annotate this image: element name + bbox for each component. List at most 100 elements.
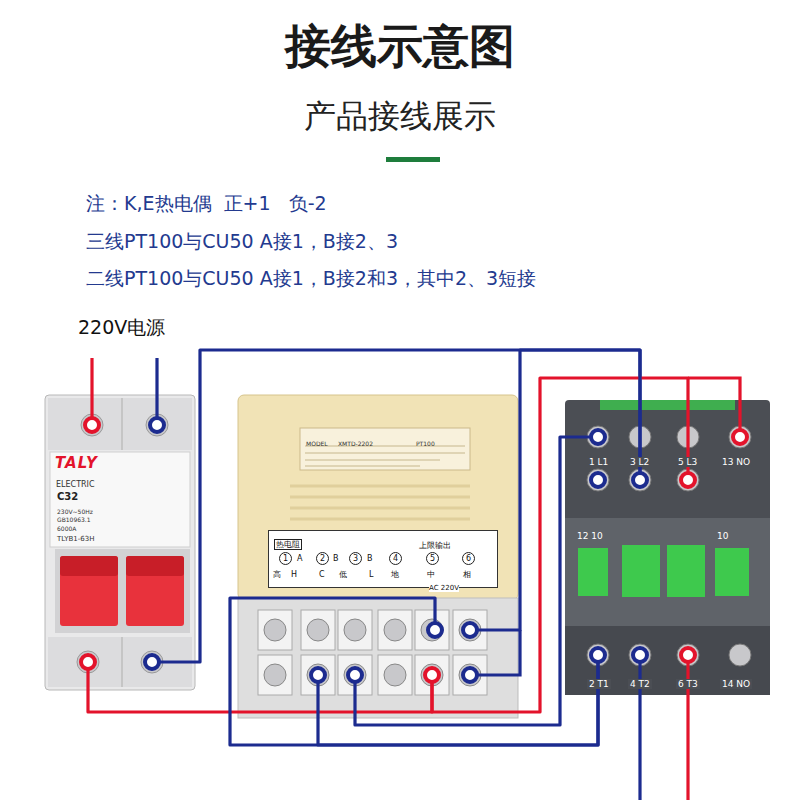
contact-label: 12 10	[575, 531, 605, 541]
text-holder: 12 10	[575, 524, 605, 543]
wire-terminal	[425, 668, 439, 682]
screw	[629, 469, 651, 491]
terminal-cell	[415, 610, 449, 650]
contactor-button	[715, 548, 749, 596]
pin-name: 低	[339, 570, 347, 579]
terminal-number: 4	[389, 552, 402, 565]
terminal-label: 13 NO	[720, 457, 752, 467]
sticker-line	[305, 460, 440, 461]
sticker-line	[305, 453, 465, 454]
terminal-label: 2 T1	[587, 679, 611, 689]
text-holder: 1 L1	[587, 450, 610, 469]
screw	[77, 651, 99, 673]
wire-terminal	[633, 648, 647, 662]
screw	[81, 414, 103, 436]
text-holder: 高	[273, 562, 281, 581]
screw	[141, 651, 163, 673]
vent-slot	[290, 507, 470, 510]
text-holder: 14 NO	[720, 672, 752, 691]
text-holder: PT100	[416, 431, 435, 450]
pin-name: H	[291, 570, 297, 579]
text-holder: 4	[389, 546, 402, 565]
breaker-handle-base	[55, 549, 190, 633]
bridge-wire	[688, 378, 740, 437]
wire-terminal	[591, 473, 605, 487]
screw	[629, 644, 651, 666]
terminal-label: 6 T3	[676, 679, 700, 689]
sticker-line	[305, 466, 420, 467]
text-holder: 3	[349, 546, 362, 565]
text-holder: 6	[462, 546, 475, 565]
rating-text: C32	[57, 491, 78, 503]
screw	[264, 619, 286, 641]
wiring-plate: 热电阻上限输出123456ABB高HC低L地中相AC 220V	[268, 530, 498, 588]
pin-name: L	[369, 570, 373, 579]
breaker-top	[48, 398, 192, 450]
pin-name: 高	[273, 570, 281, 579]
text-holder: 接线示意图	[0, 20, 800, 73]
wire-terminal	[463, 668, 477, 682]
text-holder: L	[369, 562, 373, 581]
terminal-label: 5 L3	[676, 457, 699, 467]
wire-terminal	[733, 430, 747, 444]
text-holder: TALY	[55, 453, 98, 472]
plate-heading: 上限输出	[419, 541, 451, 550]
wire-terminal	[150, 418, 164, 432]
text-holder: 热电阻	[274, 532, 302, 551]
wire-terminal	[348, 668, 362, 682]
wire	[470, 350, 640, 630]
terminal-cell	[378, 655, 412, 695]
spec-text: 6000A	[57, 526, 76, 533]
wire-terminal	[633, 473, 647, 487]
subtitle: 产品接线展示	[304, 98, 496, 135]
pin-name: 地	[391, 570, 399, 579]
plate-heading: 热电阻	[274, 539, 302, 550]
wire-terminal	[81, 655, 95, 669]
contactor-strip	[600, 400, 735, 410]
title-underline	[386, 157, 440, 162]
screw	[146, 414, 168, 436]
text-holder: 二线PT100与CU50 A接1，B接2和3，其中2、3短接	[86, 268, 536, 290]
spec-text: 230V~50Hz	[57, 509, 93, 516]
screw	[421, 619, 443, 641]
terminal-block	[238, 598, 518, 718]
breaker-divider	[121, 398, 123, 450]
terminal-number: 6	[462, 552, 475, 565]
text-holder: 三线PT100与CU50 A接1，B接2、3	[86, 231, 398, 253]
text-holder: 220V电源	[78, 317, 165, 339]
temperature-controller: MODELXMTD-2202PT100热电阻上限输出123456ABB高HC低L…	[238, 395, 518, 718]
sticker-text: PT100	[416, 441, 435, 448]
controller-housing	[238, 395, 518, 600]
terminal-label: 3 L2	[628, 457, 651, 467]
text-holder: ELECTRIC	[56, 472, 95, 491]
screw	[587, 644, 609, 666]
screw	[307, 619, 329, 641]
terminal-cell	[258, 655, 292, 695]
contactor: 1 L13 L25 L313 NO12 10102 T14 T26 T314 N…	[565, 400, 770, 695]
sensor-pin: B	[333, 554, 339, 563]
vent-slot	[290, 485, 470, 488]
wire	[318, 655, 598, 745]
jumper-wire	[470, 630, 520, 675]
wire-terminal	[681, 648, 695, 662]
breaker-handle-top	[126, 556, 184, 576]
wire-terminal	[85, 418, 99, 432]
wire-terminal	[428, 623, 442, 637]
screw	[344, 664, 366, 686]
wire-terminal	[591, 430, 605, 444]
wire-terminal	[311, 668, 325, 682]
breaker-handle	[126, 556, 184, 626]
wire	[230, 598, 598, 745]
screw	[677, 469, 699, 491]
load-wire	[686, 655, 689, 800]
text-holder: 2 T1	[587, 672, 611, 691]
terminal-cell	[258, 610, 292, 650]
brand-subtitle: ELECTRIC	[56, 480, 95, 489]
wire-terminal	[591, 648, 605, 662]
sticker-text: MODEL	[306, 441, 328, 448]
circuit-breaker: TALYELECTRICC32230V~50HzGB10963.16000ATL…	[45, 395, 195, 690]
screw	[677, 644, 699, 666]
brand-name: TALY	[55, 455, 98, 472]
note-text: 注：K,E热电偶 正+1 负-2	[86, 193, 327, 215]
wire-terminal	[145, 655, 159, 669]
